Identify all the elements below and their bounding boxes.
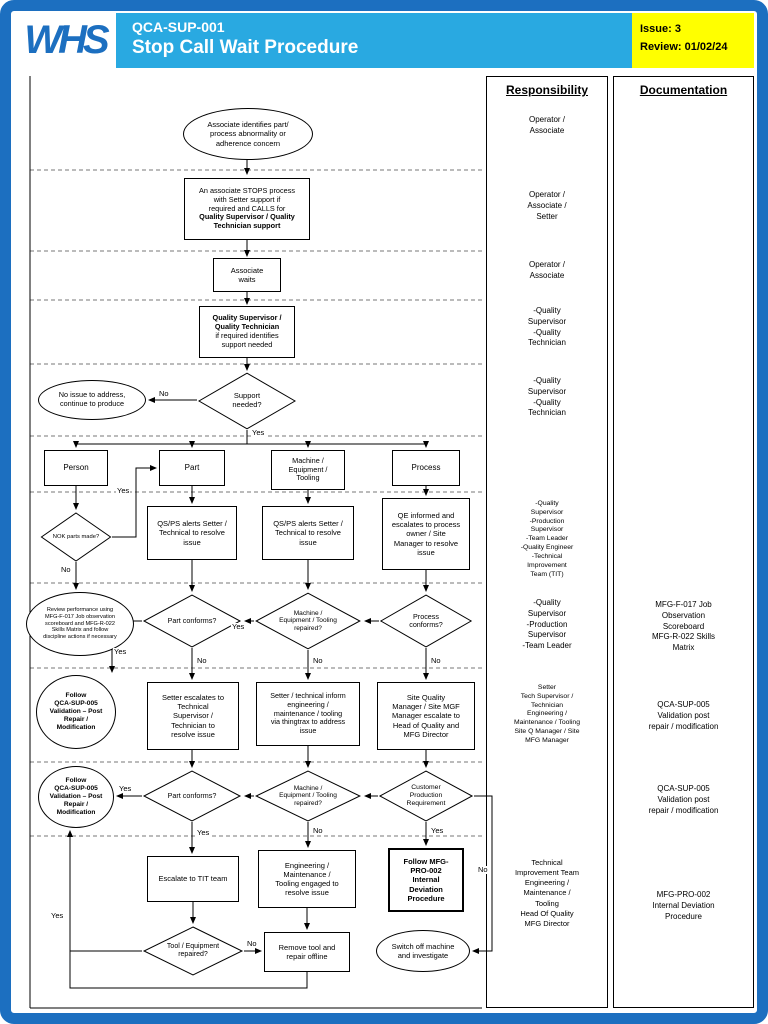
edge-label-yes: Yes — [116, 486, 131, 495]
node-switch-off-machine: Switch off machine and investigate — [376, 930, 470, 972]
decision-tool-repaired-label: Tool / Equipment repaired? — [166, 942, 220, 958]
decision-tool-repaired: Tool / Equipment repaired? — [142, 926, 244, 976]
node-part: Part — [159, 450, 225, 486]
edge-label-yes: Yes — [251, 428, 266, 437]
responsibility-row-1: Operator / Associate — [528, 115, 565, 135]
documentation-row-9: QCA-SUP-005 Validation post repair / mod… — [648, 700, 719, 731]
edge-label-yes: Yes — [196, 828, 211, 837]
node-follow-qca-sup-005-1: Follow QCA-SUP-005 Validation – Post Rep… — [36, 675, 116, 749]
responsibility-row-8: -Quality Supervisor -Production Supervis… — [522, 598, 572, 651]
responsibility-row-4: -Quality Supervisor -Quality Technician — [527, 306, 567, 348]
node-setter-inform-engineering: Setter / technical inform engineering / … — [256, 682, 360, 746]
documentation-row-10: QCA-SUP-005 Validation post repair / mod… — [648, 784, 719, 815]
edge-label-no: No — [246, 939, 258, 948]
node-associate-stops-text: An associate STOPS process with Setter s… — [199, 185, 295, 213]
node-qsps-alert-part: QS/PS alerts Setter / Technical to resol… — [147, 506, 237, 560]
decision-nok-parts-label: NOK parts made? — [52, 533, 100, 540]
node-review-performance: Review performance using MFG-F-017 Job o… — [26, 592, 134, 656]
issue-box: Issue: 3 Review: 01/02/24 — [632, 13, 754, 68]
review-date: Review: 01/02/24 — [640, 40, 728, 53]
node-associate-stops: An associate STOPS process with Setter s… — [184, 178, 310, 240]
decision-part-conforms-1-label: Part conforms? — [167, 615, 217, 625]
decision-part-conforms-2: Part conforms? — [142, 770, 242, 822]
edge-label-no: No — [60, 565, 72, 574]
node-follow-qca-sup-005-2: Follow QCA-SUP-005 Validation – Post Rep… — [38, 766, 114, 828]
responsibility-column: Responsibility — [486, 76, 608, 1008]
connector — [472, 795, 493, 954]
decision-support-needed-label: Support needed? — [232, 391, 262, 409]
whs-logo: WHS — [24, 17, 109, 62]
connector — [67, 830, 142, 952]
decision-nok-parts: NOK parts made? — [40, 512, 112, 562]
node-process: Process — [392, 450, 460, 486]
decision-support-needed: Support needed? — [197, 372, 297, 430]
node-no-issue-continue: No issue to address, continue to produce — [38, 380, 146, 420]
edge-label-yes: Yes — [113, 647, 128, 656]
edge-label-no: No — [196, 656, 208, 665]
node-qs-identifies-bold: Quality Supervisor / Quality Technician — [212, 313, 282, 332]
responsibility-row-2: Operator / Associate / Setter — [527, 190, 567, 221]
header-bar: QCA-SUP-001 Stop Call Wait Procedure — [116, 13, 632, 68]
edge-label-no: No — [312, 656, 324, 665]
node-follow-mfg-pro-002: Follow MFG- PRO-002 Internal Deviation P… — [388, 848, 464, 912]
responsibility-header: Responsibility — [505, 83, 588, 97]
node-engineering-engaged: Engineering / Maintenance / Tooling enga… — [258, 850, 356, 908]
node-qsps-alert-machine: QS/PS alerts Setter / Technical to resol… — [262, 506, 354, 560]
decision-machine-repaired-1-label: Machine / Equipment / Tooling repaired? — [279, 609, 337, 632]
node-qs-identifies-rest: if required identifies support needed — [215, 331, 279, 349]
edge-label-no: No — [477, 865, 489, 874]
node-site-quality-escalate: Site Quality Manager / Site MGF Manager … — [377, 682, 475, 750]
node-qe-informed: QE informed and escalates to process own… — [382, 498, 470, 570]
documentation-row-8: MFG-F-017 Job Observation Scoreboard MFG… — [651, 600, 716, 653]
documentation-row-11: MFG-PRO-002 Internal Deviation Procedure — [652, 890, 715, 921]
connector — [112, 465, 157, 538]
decision-part-conforms-1: Part conforms? — [142, 594, 242, 648]
node-identify-concern: Associate identifies part/ process abnor… — [183, 108, 313, 160]
responsibility-row-9: Setter Tech Supervisor / Technician Engi… — [513, 684, 580, 744]
decision-machine-repaired-2-label: Machine / Equipment / Tooling repaired? — [279, 784, 337, 807]
edge-label-no: No — [158, 389, 170, 398]
documentation-column: Documentation — [613, 76, 754, 1008]
page-title: Stop Call Wait Procedure — [132, 37, 359, 58]
decision-machine-repaired-1: Machine / Equipment / Tooling repaired? — [254, 592, 362, 650]
decision-process-conforms: Process conforms? — [379, 594, 473, 648]
node-associate-waits: Associate waits — [213, 258, 281, 292]
edge-label-yes: Yes — [430, 826, 445, 835]
edge-label-yes: Yes — [118, 784, 133, 793]
decision-customer-production-label: Customer Production Requirement — [406, 784, 446, 807]
connector — [69, 951, 308, 989]
decision-part-conforms-2-label: Part conforms? — [167, 790, 217, 800]
node-escalate-tit: Escalate to TIT team — [147, 856, 239, 902]
node-machine: Machine / Equipment / Tooling — [271, 450, 345, 490]
edge-label-no: No — [430, 656, 442, 665]
node-remove-tool: Remove tool and repair offline — [264, 932, 350, 972]
edge-label-yes: Yes — [50, 911, 65, 920]
node-associate-stops-bold: Quality Supervisor / Quality Technician … — [199, 212, 295, 231]
node-qs-identifies-support: Quality Supervisor / Quality Technician … — [199, 306, 295, 358]
issue-number: Issue: 3 — [640, 23, 681, 35]
decision-process-conforms-label: Process conforms? — [409, 611, 443, 629]
edge-label-no: No — [312, 826, 324, 835]
decision-machine-repaired-2: Machine / Equipment / Tooling repaired? — [254, 770, 362, 822]
responsibility-row-3: Operator / Associate — [528, 260, 565, 280]
document-id: QCA-SUP-001 — [132, 19, 225, 35]
edge-label-yes: Yes — [231, 622, 246, 631]
node-person: Person — [44, 450, 108, 486]
node-setter-escalates: Setter escalates to Technical Supervisor… — [147, 682, 239, 750]
responsibility-row-5: -Quality Supervisor -Quality Technician — [527, 376, 567, 418]
decision-customer-production: Customer Production Requirement — [378, 770, 474, 822]
documentation-header: Documentation — [639, 83, 728, 97]
responsibility-row-7: -Quality Supervisor -Production Supervis… — [520, 500, 574, 578]
responsibility-row-11: Technical Improvement Team Engineering /… — [514, 858, 580, 928]
